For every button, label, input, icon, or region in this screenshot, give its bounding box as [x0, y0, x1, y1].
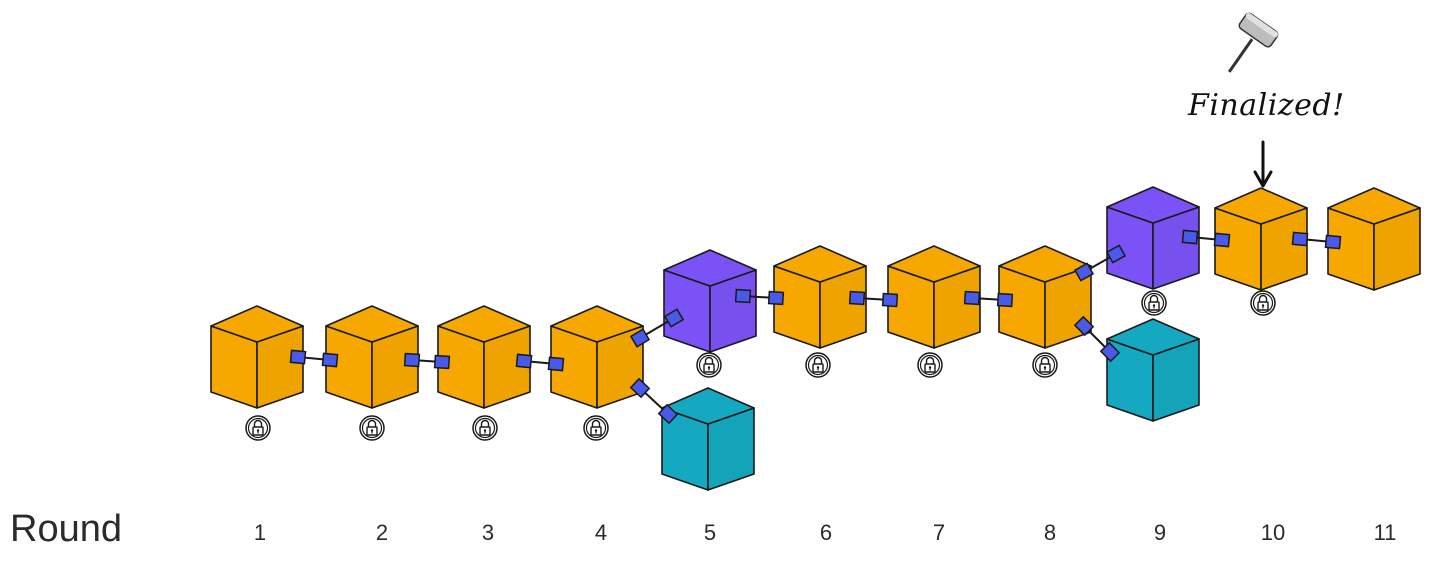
round-number-4: 4	[594, 520, 608, 545]
block-round-3	[437, 305, 531, 409]
hammer-icon	[1227, 12, 1279, 73]
lock-icon-8	[1032, 352, 1058, 378]
lock-icon-5	[696, 352, 722, 378]
lock-icon-9	[1141, 290, 1167, 316]
lock-icon-1	[245, 415, 271, 441]
block-round-11	[1327, 187, 1421, 291]
lock-icon-3	[472, 415, 498, 441]
block-round-6	[773, 245, 867, 349]
round-number-8: 8	[1043, 520, 1057, 545]
round-number-7: 7	[932, 520, 946, 545]
lock-icon-7	[917, 352, 943, 378]
finalized-label: Finalized!	[1188, 88, 1345, 123]
round-number-9: 9	[1153, 520, 1167, 545]
link-6-7	[848, 290, 899, 308]
block-round-1	[210, 305, 304, 409]
block-round-9-fork-bottom	[1106, 318, 1200, 422]
lock-icon-4	[583, 415, 609, 441]
round-axis-label: Round	[10, 508, 122, 550]
link-7-8	[963, 290, 1014, 308]
block-round-10	[1214, 187, 1308, 291]
round-number-11: 11	[1373, 520, 1397, 545]
link-5-6	[734, 288, 785, 306]
round-number-5: 5	[703, 520, 717, 545]
lock-icon-6	[805, 352, 831, 378]
block-round-9-fork-top	[1106, 186, 1200, 290]
block-round-4	[550, 305, 644, 409]
link-2-3	[403, 352, 451, 370]
round-number-10: 10	[1260, 520, 1286, 545]
block-round-7	[887, 245, 981, 349]
block-round-8	[998, 245, 1092, 349]
link-9-10	[1181, 229, 1231, 248]
link-1-2	[289, 349, 339, 368]
link-8-9a	[1073, 244, 1127, 282]
block-round-2	[325, 305, 419, 409]
round-number-6: 6	[819, 520, 833, 545]
link-8-9b	[1073, 315, 1121, 363]
block-round-5-fork-bottom	[661, 387, 755, 491]
link-4-5b	[629, 377, 679, 425]
round-number-1: 1	[253, 520, 267, 545]
down-arrow-icon	[1253, 140, 1273, 188]
round-number-3: 3	[481, 520, 495, 545]
lock-icon-10	[1250, 290, 1276, 316]
link-10-11	[1291, 231, 1342, 250]
link-4-5a	[629, 308, 685, 348]
lock-icon-2	[359, 415, 385, 441]
round-number-2: 2	[375, 520, 389, 545]
link-3-4	[515, 353, 565, 372]
